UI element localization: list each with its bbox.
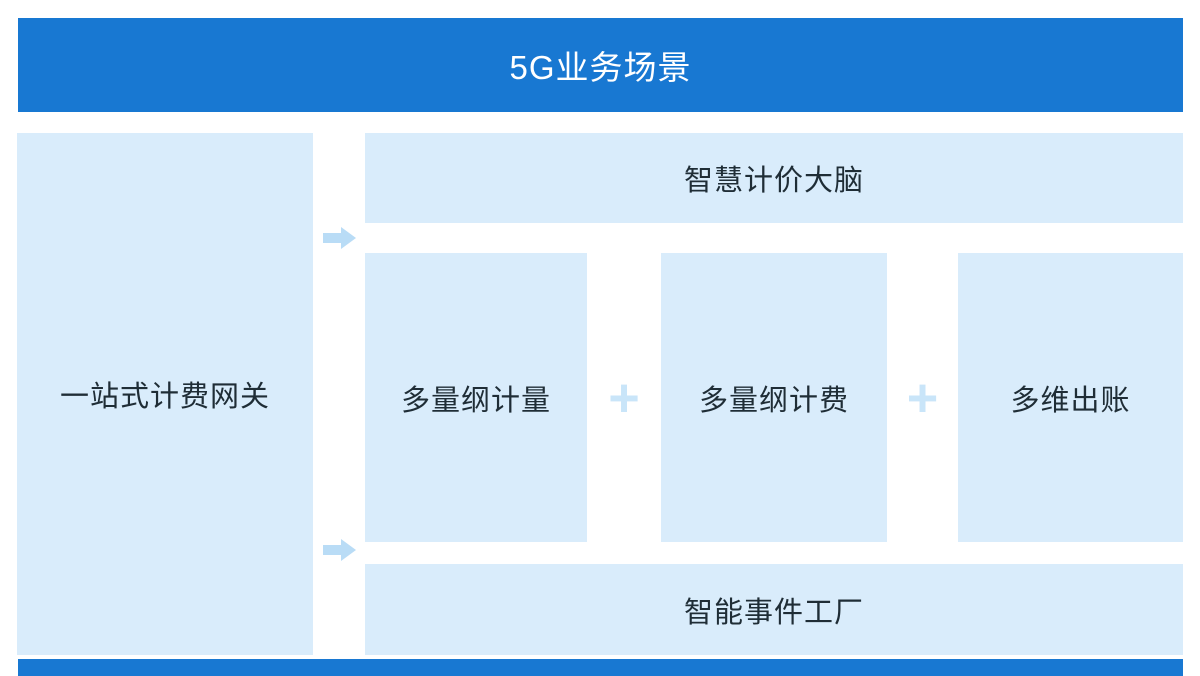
pricing-brain-label: 智慧计价大脑: [683, 165, 864, 197]
arrow-bar: [323, 545, 341, 555]
arrow-bar: [323, 233, 341, 243]
billing-box: 多维出账: [958, 253, 1183, 542]
arrow-head: [341, 539, 356, 561]
plus-icon: +: [608, 367, 640, 428]
event-factory-bar: 智能事件工厂: [365, 564, 1183, 655]
billing-box-label: 多维出账: [1010, 384, 1131, 417]
charging-box-label: 多量纲计费: [698, 384, 849, 417]
header-banner: 5G业务场景: [18, 18, 1183, 112]
metering-box-label: 多量纲计量: [400, 384, 551, 417]
footer-bar: [18, 659, 1183, 676]
charging-box: 多量纲计费: [661, 253, 887, 542]
header-title: 5G业务场景: [509, 49, 692, 86]
pricing-brain-bar: 智慧计价大脑: [365, 133, 1183, 223]
arrow-right-icon: [323, 539, 357, 561]
gateway-panel: 一站式计费网关: [17, 133, 313, 655]
gateway-panel-label: 一站式计费网关: [59, 381, 270, 413]
metering-box: 多量纲计量: [365, 253, 587, 542]
arrow-right-icon: [323, 227, 357, 249]
arrow-head: [341, 227, 356, 249]
event-factory-label: 智能事件工厂: [683, 596, 864, 629]
plus-icon: +: [906, 367, 939, 428]
